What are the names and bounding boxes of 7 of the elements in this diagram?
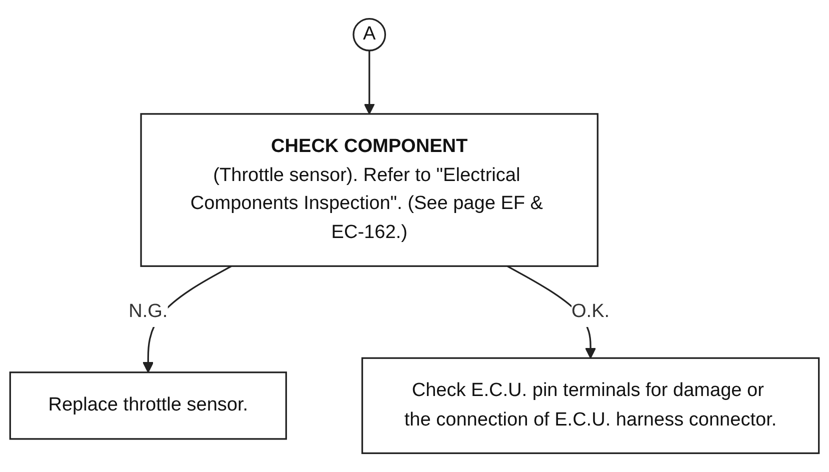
node-box: Check E.C.U. pin terminals for damage or the connection of E.C.U. harness connector. [361,357,820,454]
arrow [364,50,375,114]
edge-label: N.G. [128,300,168,322]
node-circle: A [352,18,386,52]
edge-label: O.K. [572,300,610,322]
node-box: Replace throttle sensor. [9,372,287,440]
node-box: CHECK COMPONENT (Throttle sensor). Refer to "Electrical Components Inspection". (See page EF & EC-162.) [140,113,598,267]
